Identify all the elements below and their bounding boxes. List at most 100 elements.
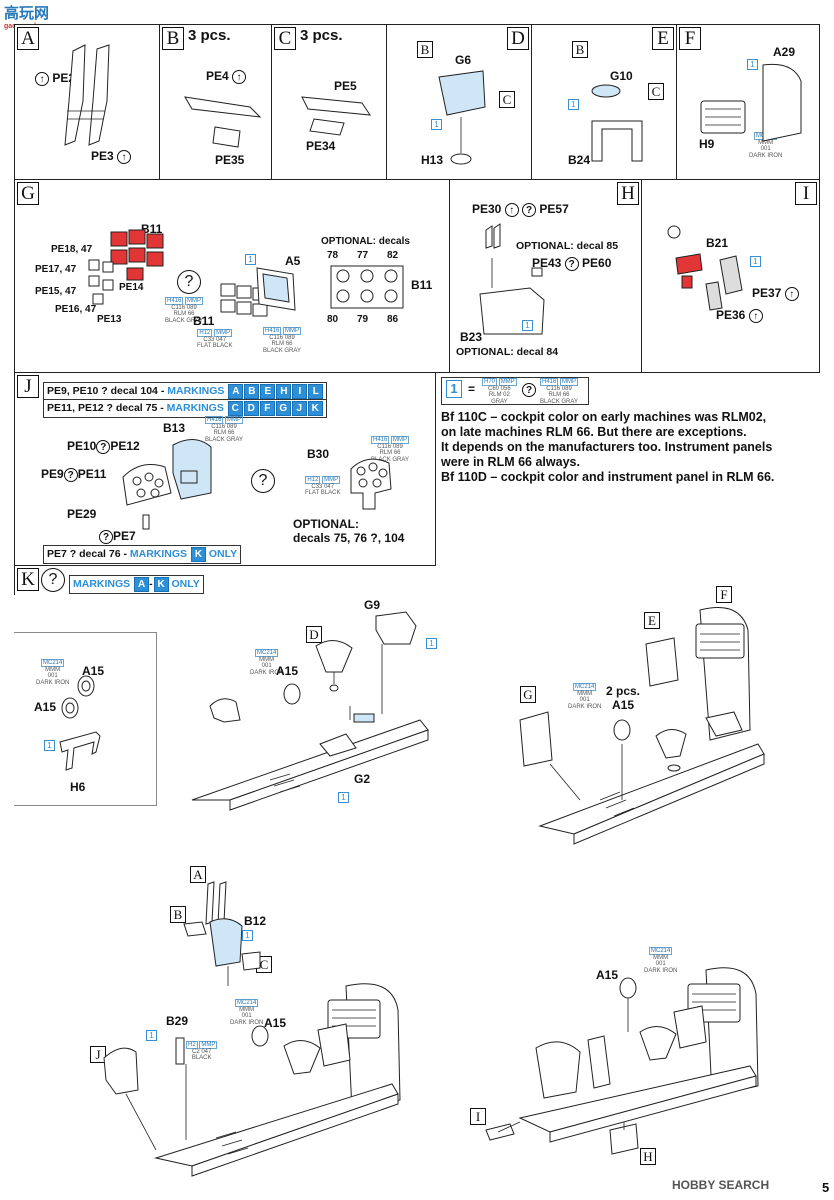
part-label: ↑ PE2 xyxy=(35,71,75,86)
ref-letter: B xyxy=(417,41,433,58)
quantity: 3 pcs. xyxy=(188,27,231,44)
part-label: A29 xyxy=(773,45,796,59)
part-label: B11 xyxy=(141,222,163,236)
panel-frame-drawing xyxy=(256,267,296,311)
part-label: PE35 xyxy=(215,153,245,167)
panel-step-h: H PE30 ↑ ? PE57 OPTIONAL: decal 85 PE43 … xyxy=(449,179,642,373)
optional-icon: ? xyxy=(63,467,78,482)
part-label: A15 xyxy=(612,698,635,712)
part-label: B23 xyxy=(460,330,483,344)
decal-number: 78 xyxy=(327,250,339,261)
part-label: PE34 xyxy=(306,139,336,153)
step-letter: C xyxy=(274,27,296,50)
step-letter: F xyxy=(679,27,701,50)
color-ref: 1 xyxy=(338,792,349,803)
part-label: G10 xyxy=(610,69,633,83)
step-letter: G xyxy=(17,182,39,205)
part-label: A15 xyxy=(34,700,57,714)
optional-icon: ? xyxy=(522,381,536,399)
quantity: 3 pcs. xyxy=(300,27,343,44)
gauge-rings-drawing xyxy=(88,259,114,305)
part-label: ?PE7 xyxy=(99,529,136,544)
paint-flat-black: H12 MMP C33 047 FLAT BLACK xyxy=(305,476,341,496)
seat-with-belts-drawing xyxy=(183,881,261,986)
part-label: B21 xyxy=(706,236,729,250)
page-number: 5 xyxy=(822,1180,830,1195)
bearing-drawing xyxy=(61,675,95,719)
bend-icon: ↑ xyxy=(232,69,247,84)
panel-step-k-header: K ? MARKINGS A-K ONLY xyxy=(14,565,436,595)
part-label: H6 xyxy=(70,780,86,794)
part-label: A15 xyxy=(276,664,299,678)
ref-letter: G xyxy=(520,686,536,703)
seat-belts-drawing xyxy=(64,44,110,146)
instrument-panel-drawing xyxy=(122,439,212,530)
decal-number: 80 xyxy=(327,314,339,325)
part-label: G9 xyxy=(364,598,381,612)
color-ref: 1 xyxy=(568,99,579,110)
part-label: G2 xyxy=(354,772,371,786)
step-letter: A xyxy=(17,27,39,50)
bend-icon: ↑ xyxy=(748,308,763,323)
panel-step-i: I B21 1 PE37 ↑ PE36 ↑ xyxy=(641,179,820,373)
step-letter: J xyxy=(17,375,39,398)
part-label: PE17, 47 xyxy=(35,264,77,275)
panel-step-c: C 3 pcs. PE5 PE34 xyxy=(271,24,387,180)
instrument-box-drawing xyxy=(220,283,268,317)
optional-decals-label: decals 75, 76 ?, 104 xyxy=(293,531,405,545)
step-letter: H xyxy=(617,182,639,205)
decal-panel-drawing xyxy=(350,458,392,510)
optional-decal-label: OPTIONAL: decal 84 xyxy=(456,346,559,358)
part-label: PE4 ↑ xyxy=(206,69,247,84)
step-letter: B xyxy=(162,27,184,50)
optional-icon: ? xyxy=(99,529,113,544)
color-ref: 1 xyxy=(242,930,253,941)
ref-letter: J xyxy=(90,1046,106,1063)
box-drawing xyxy=(479,223,545,335)
part-label: PE18, 47 xyxy=(51,244,93,255)
part-label: B11 xyxy=(411,278,433,292)
part-label: B13 xyxy=(163,421,186,435)
optional-decal-label: OPTIONAL: decal 85 xyxy=(516,240,619,252)
color-ref: 1 xyxy=(522,320,533,331)
part-label: PE36 ↑ xyxy=(716,308,763,323)
part-label: A15 xyxy=(82,664,105,678)
color-ref: 1 xyxy=(750,256,761,267)
optional-decals-label: OPTIONAL: decals xyxy=(321,236,410,247)
optional-question-icon: ? xyxy=(251,469,275,493)
ref-letter: A xyxy=(190,866,206,883)
ref-letter: F xyxy=(716,586,732,603)
part-label: PE29 xyxy=(67,507,97,521)
ref-letter: I xyxy=(470,1108,486,1125)
decal-number: 82 xyxy=(387,250,399,261)
part-label: PE30 ↑ ? PE57 xyxy=(472,202,569,217)
cockpit-floor-1-drawing xyxy=(191,611,429,811)
seat-drawing xyxy=(438,70,486,165)
part-label: PE15, 47 xyxy=(35,286,77,297)
markings-line-bottom: PE7 ? decal 76 - MARKINGS K ONLY xyxy=(43,545,242,564)
part-label: PE10?PE12 xyxy=(67,439,140,454)
paint-black: H2 MMP C2 047 BLACK xyxy=(186,1041,218,1061)
part-label: PE16, 47 xyxy=(55,304,97,315)
step-letter: E xyxy=(652,27,674,50)
ref-letter: E xyxy=(644,612,660,629)
ref-letter: H xyxy=(640,1148,656,1165)
ref-letter: B xyxy=(170,906,186,923)
step-letter: K xyxy=(17,568,39,591)
bracket-h6-drawing xyxy=(59,731,101,771)
paint-flat-black: H12 MMP C33 047 FLAT BLACK xyxy=(197,329,233,349)
ref-letter: B xyxy=(572,41,588,58)
part-label: PE3 ↑ xyxy=(91,149,132,164)
decal-grid-drawing xyxy=(330,265,404,309)
optional-icon: ? xyxy=(522,202,537,217)
